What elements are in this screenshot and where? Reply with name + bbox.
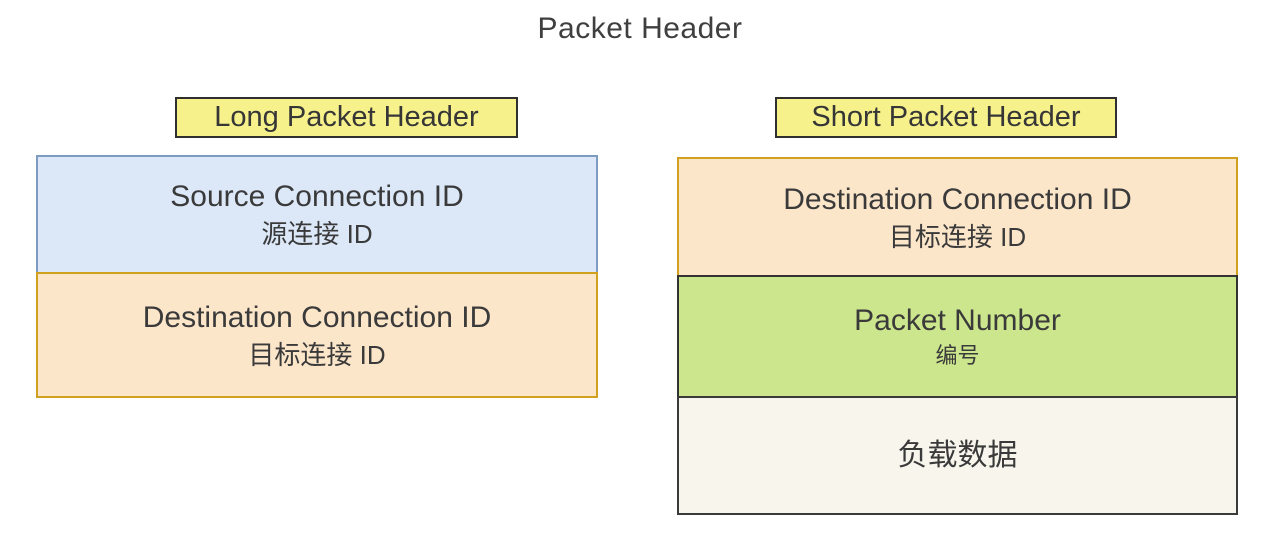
cell-title: Source Connection ID xyxy=(170,180,464,214)
short-header-cell-destination-connection-id: Destination Connection ID 目标连接 ID xyxy=(677,157,1238,277)
short-header-cell-payload-data: 负载数据 xyxy=(677,396,1238,515)
long-header-cell-destination-connection-id: Destination Connection ID 目标连接 ID xyxy=(36,272,598,398)
diagram-title: Packet Header xyxy=(537,12,743,45)
cell-title: Destination Connection ID xyxy=(142,300,492,334)
cell-title: Packet Number xyxy=(854,304,1061,338)
cell-subtitle: 源连接 ID xyxy=(261,219,373,250)
cell-subtitle: 目标连接 ID xyxy=(248,339,386,370)
short-packet-header-label: Short Packet Header xyxy=(775,97,1117,138)
long-packet-header-label: Long Packet Header xyxy=(175,97,518,138)
long-header-cell-source-connection-id: Source Connection ID 源连接 ID xyxy=(36,155,598,274)
short-header-cell-packet-number: Packet Number 编号 xyxy=(677,275,1238,398)
cell-title: 负载数据 xyxy=(897,439,1018,472)
cell-title: Destination Connection ID xyxy=(783,182,1132,216)
cell-subtitle: 编号 xyxy=(935,343,980,369)
cell-subtitle: 目标连接 ID xyxy=(888,221,1027,252)
